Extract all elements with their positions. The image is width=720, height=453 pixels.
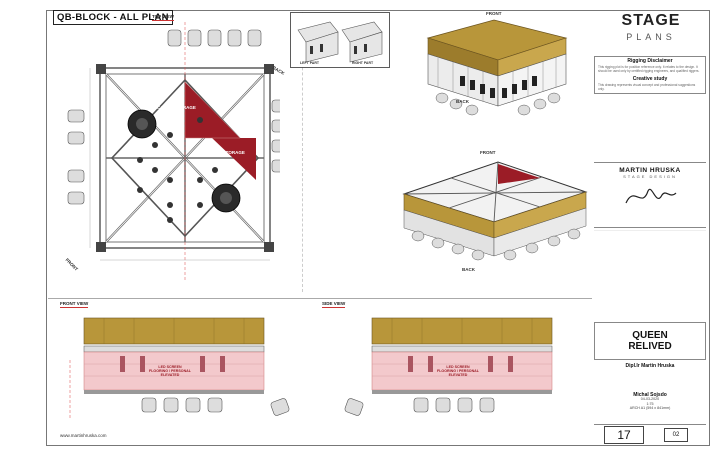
- paper-field: ARCH A1 (594 x 841mm): [629, 406, 671, 411]
- revision-number: 02: [664, 428, 688, 442]
- page-title: QB-BLOCK - ALL PLAN: [53, 10, 173, 25]
- left-part-label: LEFT PART: [300, 61, 319, 65]
- sheet-number-box: 17 02: [594, 424, 706, 445]
- disclaimer-text: This rigging plot is for position refere…: [598, 65, 700, 73]
- project-title: QUEEN RELIVED: [594, 322, 706, 360]
- website-url[interactable]: www.martinhruska.com: [60, 433, 107, 438]
- cable-storage-label: CABLE STORAGE: [206, 150, 245, 155]
- date-field: 04-03-2020: [640, 397, 660, 402]
- front-label-top: FRONT: [486, 11, 502, 16]
- creative-text: This drawing represents visual concept a…: [598, 83, 696, 91]
- designer-field: Dipl.Ir Martin Hruska: [625, 363, 675, 369]
- divider: [302, 12, 303, 292]
- cable-storage-zone: [212, 138, 256, 180]
- signature-icon: [625, 188, 677, 204]
- parts-inset: [290, 12, 390, 68]
- iso-view-top: [426, 19, 568, 116]
- designer-logo: MARTIN HRUSKA STAGE DESIGN: [594, 162, 706, 228]
- right-part-label: RIGHT PART: [352, 61, 374, 65]
- disclaimer-title: Rigging Disclaimer: [627, 58, 673, 64]
- project-info: Dipl.Ir Martin Hruska Michal Sojsdo 04-0…: [594, 364, 706, 411]
- front-view-label: FRONT VIEW: [60, 301, 89, 308]
- divider: [48, 298, 592, 299]
- side-elevation: [344, 317, 553, 416]
- top-view-plan: [67, 22, 280, 282]
- sheet-border: [46, 10, 710, 446]
- scale-field: 1:75: [646, 401, 654, 406]
- back-label-bottom: BACK: [462, 267, 475, 272]
- title-block: STAGE PLANS Rigging Disclaimer This rigg…: [594, 12, 706, 444]
- copyright-block: [594, 230, 706, 234]
- pink-note: LED SCREEN FLOORING / PERSONAL ELEVATED: [149, 365, 191, 377]
- back-label-top: BACK: [456, 99, 469, 104]
- iso-view-mid: [402, 161, 588, 261]
- front-elevation: [69, 317, 290, 420]
- disclaimer-box: Rigging Disclaimer This rigging plot is …: [594, 56, 706, 94]
- pink-note: LED SCREEN FLOORING / PERSONAL ELEVATED: [437, 365, 479, 377]
- side-view-label: SIDE VIEW: [322, 301, 346, 308]
- stage-plans-logo: STAGE PLANS: [621, 12, 681, 43]
- top-view-label: TOP VIEW: [152, 14, 174, 21]
- creative-title: Creative study: [632, 76, 668, 82]
- fixtures-top: [167, 29, 262, 47]
- sheet-number: 17: [604, 426, 644, 444]
- front-label-mid: FRONT: [480, 150, 496, 155]
- producer-field: Michal Sojsdo: [633, 391, 667, 398]
- cable-storage-label: CABLE STORAGE: [157, 105, 196, 110]
